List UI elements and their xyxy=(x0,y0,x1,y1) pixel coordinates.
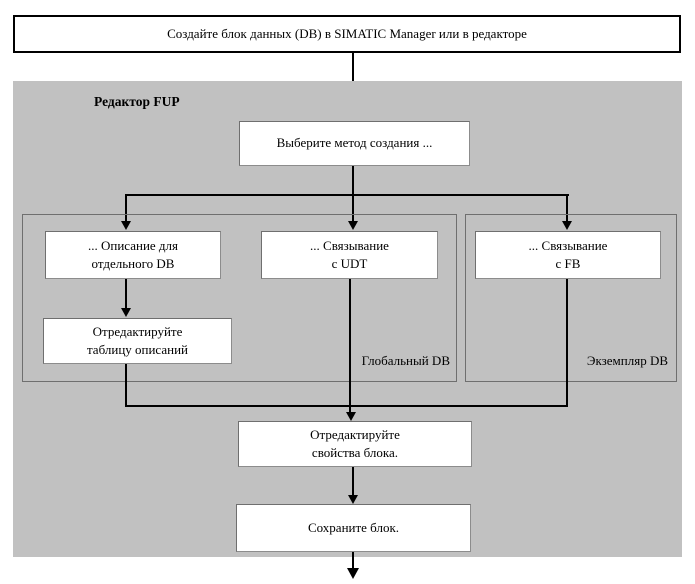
connector-line xyxy=(125,194,127,222)
step-edit-properties-line2: свойства блока. xyxy=(311,445,399,460)
arrow-down-icon xyxy=(347,568,359,579)
step-edit-declaration-table-line1: Отредактируйте xyxy=(92,323,183,339)
connector-line xyxy=(125,279,127,310)
branch-description-box: ... Описание для отдельного DB xyxy=(45,231,221,279)
connector-line xyxy=(566,194,568,222)
arrow-down-icon xyxy=(348,221,358,230)
arrow-down-icon xyxy=(346,412,356,421)
step-save-block-box: Сохраните блок. xyxy=(236,504,471,552)
branch-udt-line2: с UDT xyxy=(331,256,368,271)
branch-fb-line1: ... Связывание xyxy=(528,237,608,253)
global-db-container xyxy=(22,214,457,382)
step-save-block-label: Сохраните блок. xyxy=(307,519,400,535)
instance-db-container xyxy=(465,214,677,382)
global-db-label: Глобальный DB xyxy=(361,353,450,368)
connector-line xyxy=(125,364,127,407)
arrow-down-icon xyxy=(348,495,358,504)
step-choose-method-label: Выберите метод создания ... xyxy=(276,135,433,151)
branch-udt-box: ... Связывание с UDT xyxy=(261,231,438,279)
step-create-db-box: Создайте блок данных (DB) в SIMATIC Mana… xyxy=(13,15,681,53)
connector-line xyxy=(352,467,354,496)
arrow-down-icon xyxy=(562,221,572,230)
fup-editor-panel-label: Редактор FUP xyxy=(94,94,180,109)
connector-line xyxy=(566,279,568,407)
branch-description-line1: ... Описание для xyxy=(87,237,179,253)
branch-fb-line2: с FB xyxy=(555,256,581,271)
branch-description-line2: отдельного DB xyxy=(91,256,175,271)
step-create-db-label: Создайте блок данных (DB) в SIMATIC Mana… xyxy=(167,25,527,41)
connector-line xyxy=(125,405,568,407)
step-choose-method-box: Выберите метод создания ... xyxy=(239,121,470,166)
step-edit-properties-box: Отредактируйте свойства блока. xyxy=(238,421,472,467)
branch-fb-box: ... Связывание с FB xyxy=(475,231,661,279)
connector-line xyxy=(352,552,354,569)
arrow-down-icon xyxy=(121,221,131,230)
branch-udt-line1: ... Связывание xyxy=(310,237,389,253)
connector-line xyxy=(349,279,351,413)
connector-line xyxy=(125,194,569,196)
step-edit-properties-line1: Отредактируйте xyxy=(310,426,400,442)
step-edit-declaration-table-box: Отредактируйте таблицу описаний xyxy=(43,318,232,364)
instance-db-label: Экземпляр DB xyxy=(586,353,668,368)
step-edit-declaration-table-line2: таблицу описаний xyxy=(86,342,189,357)
arrow-down-icon xyxy=(121,308,131,317)
